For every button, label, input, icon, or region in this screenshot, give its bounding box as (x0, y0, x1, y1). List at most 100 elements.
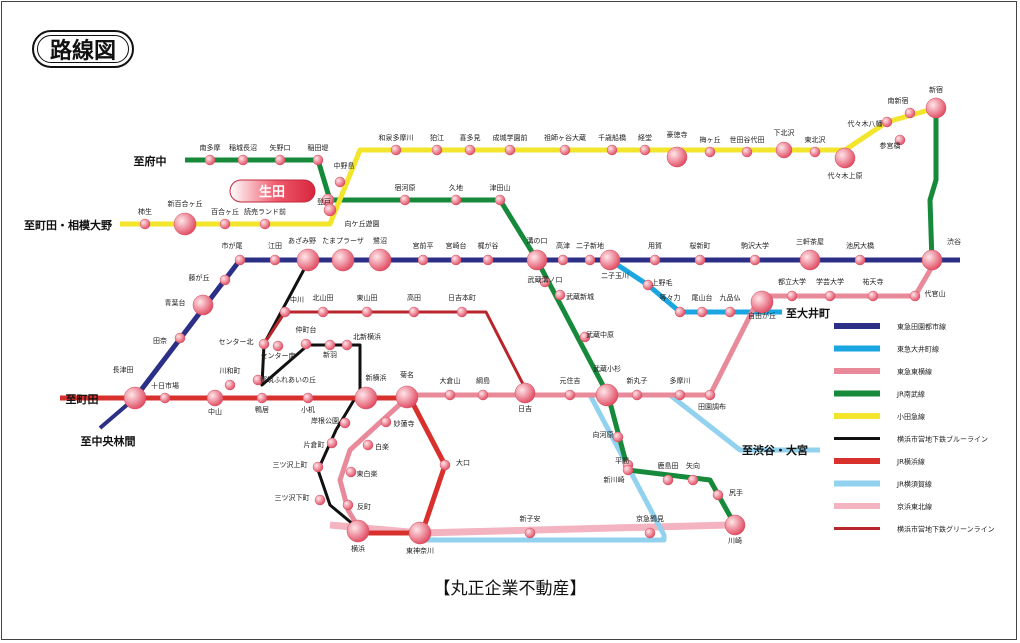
station-label: 矢野口 (270, 143, 291, 152)
station-marker (775, 141, 793, 159)
station-label: 新横浜 (366, 373, 387, 382)
station-label: 津田山 (490, 183, 511, 192)
station-label: 東北沢 (805, 135, 826, 144)
station-marker (224, 379, 236, 391)
station-label: 柿生 (138, 207, 152, 216)
legend-label: 横浜市営地下鉄グリーンライン (897, 525, 995, 534)
station-marker (317, 306, 329, 318)
station-label: 溝の口 (527, 236, 548, 245)
station-marker (694, 254, 706, 266)
station-marker (300, 338, 312, 350)
station-label: 片倉町 (304, 440, 325, 449)
station-marker (662, 474, 674, 486)
station-marker (494, 194, 506, 206)
station-marker (334, 176, 346, 188)
station-label: 川和町 (220, 366, 241, 375)
station-label: 日吉本町 (448, 293, 476, 302)
station-label: 向ケ丘遊園 (345, 219, 380, 228)
station-label: 梅ヶ丘 (700, 135, 721, 144)
station-label: 高田 (407, 293, 421, 302)
station-label: 菊名 (400, 370, 414, 379)
station-marker (326, 437, 338, 449)
station-marker (345, 466, 357, 478)
station-marker (649, 254, 661, 266)
legend-label: JR横浜線 (896, 457, 925, 466)
station-marker (606, 144, 618, 156)
station-label: 新子安 (520, 514, 541, 523)
station-label: 日吉 (518, 405, 532, 413)
station-label: 武蔵溝ノ口 (528, 275, 563, 284)
station-marker (234, 254, 246, 266)
station-label: 和泉多摩川 (379, 133, 414, 142)
station-label: 久地 (449, 183, 463, 192)
station-marker (192, 294, 214, 316)
station-marker (724, 514, 746, 536)
station-label: 鷺沼 (373, 236, 387, 245)
direction-machida-sagami: 至町田・相模大野 (24, 218, 112, 232)
station-marker (159, 392, 171, 404)
station-marker (504, 144, 516, 156)
station-label: 豪徳寺 (667, 130, 688, 139)
station-label: 世田谷代田 (730, 135, 765, 144)
station-label: 参宮橋 (880, 141, 901, 150)
station-marker (674, 306, 686, 318)
station-label: 自由が丘 (748, 311, 776, 320)
station-label: 読売ランド前 (244, 207, 286, 216)
station-marker (834, 147, 856, 169)
station-label: 宿河原 (395, 183, 416, 192)
station-marker (431, 144, 443, 156)
station-label: 代々木八幡 (848, 119, 883, 128)
station-label: 宮崎台 (446, 241, 467, 250)
station-marker (139, 218, 151, 230)
station-marker (219, 218, 231, 230)
station-marker (809, 146, 821, 158)
station-marker (881, 116, 893, 128)
station-marker (256, 392, 268, 404)
station-marker (631, 389, 643, 401)
station-label: 三ツ沢上町 (273, 460, 308, 469)
station-label: 新羽 (323, 350, 337, 359)
station-marker (450, 254, 462, 266)
station-label: あざみ野 (288, 236, 316, 245)
direction-oimachi: 至大井町 (786, 306, 830, 320)
station-label: 東神奈川 (406, 546, 434, 555)
station-label: 稲田堤 (308, 143, 329, 152)
station-marker (642, 279, 654, 291)
station-marker (867, 290, 879, 302)
legend-label: 東急東横線 (897, 367, 932, 376)
legend-label: 横浜市営地下鉄ブルーライン (897, 435, 988, 444)
station-label: 千歳船橋 (598, 133, 626, 142)
station-marker (687, 474, 699, 486)
station-label: 喜多見 (460, 133, 481, 142)
legend-label: JR横須賀線 (896, 480, 932, 489)
highlight-badge (229, 179, 316, 203)
station-label: 高津 (556, 241, 570, 250)
station-marker (704, 389, 716, 401)
station-marker (921, 249, 943, 271)
station-marker (704, 146, 716, 158)
station-marker (554, 289, 566, 301)
station-label: 武蔵小杉 (593, 364, 621, 373)
station-marker (639, 144, 651, 156)
station-marker (595, 383, 619, 407)
direction-shibuya-omiya: 至渋谷・大宮 (742, 443, 808, 457)
station-label: 大倉山 (440, 376, 461, 385)
station-marker (450, 194, 462, 206)
station-marker (750, 290, 774, 314)
station-marker (559, 144, 571, 156)
station-marker (296, 248, 320, 272)
station-label: 都立大学 (778, 277, 806, 286)
station-label: 渋谷 (947, 237, 961, 246)
station-label: 新丸子 (627, 376, 648, 385)
station-marker (380, 416, 392, 428)
station-marker (361, 306, 373, 318)
station-label: 多摩川 (670, 376, 691, 385)
station-marker (439, 459, 451, 471)
station-marker (354, 386, 378, 410)
station-label: 祖師ヶ谷大蔵 (544, 133, 586, 142)
station-label: センター北 (219, 337, 254, 346)
stations: 南多摩稲城長沼矢野口稲田堤中野島登戸宿河原久地津田山溝の口武蔵溝ノ口武蔵新城武蔵… (113, 85, 962, 555)
direction-chuo-rinkan: 至中央林間 (81, 434, 136, 448)
station-label: 東山田 (357, 293, 378, 302)
